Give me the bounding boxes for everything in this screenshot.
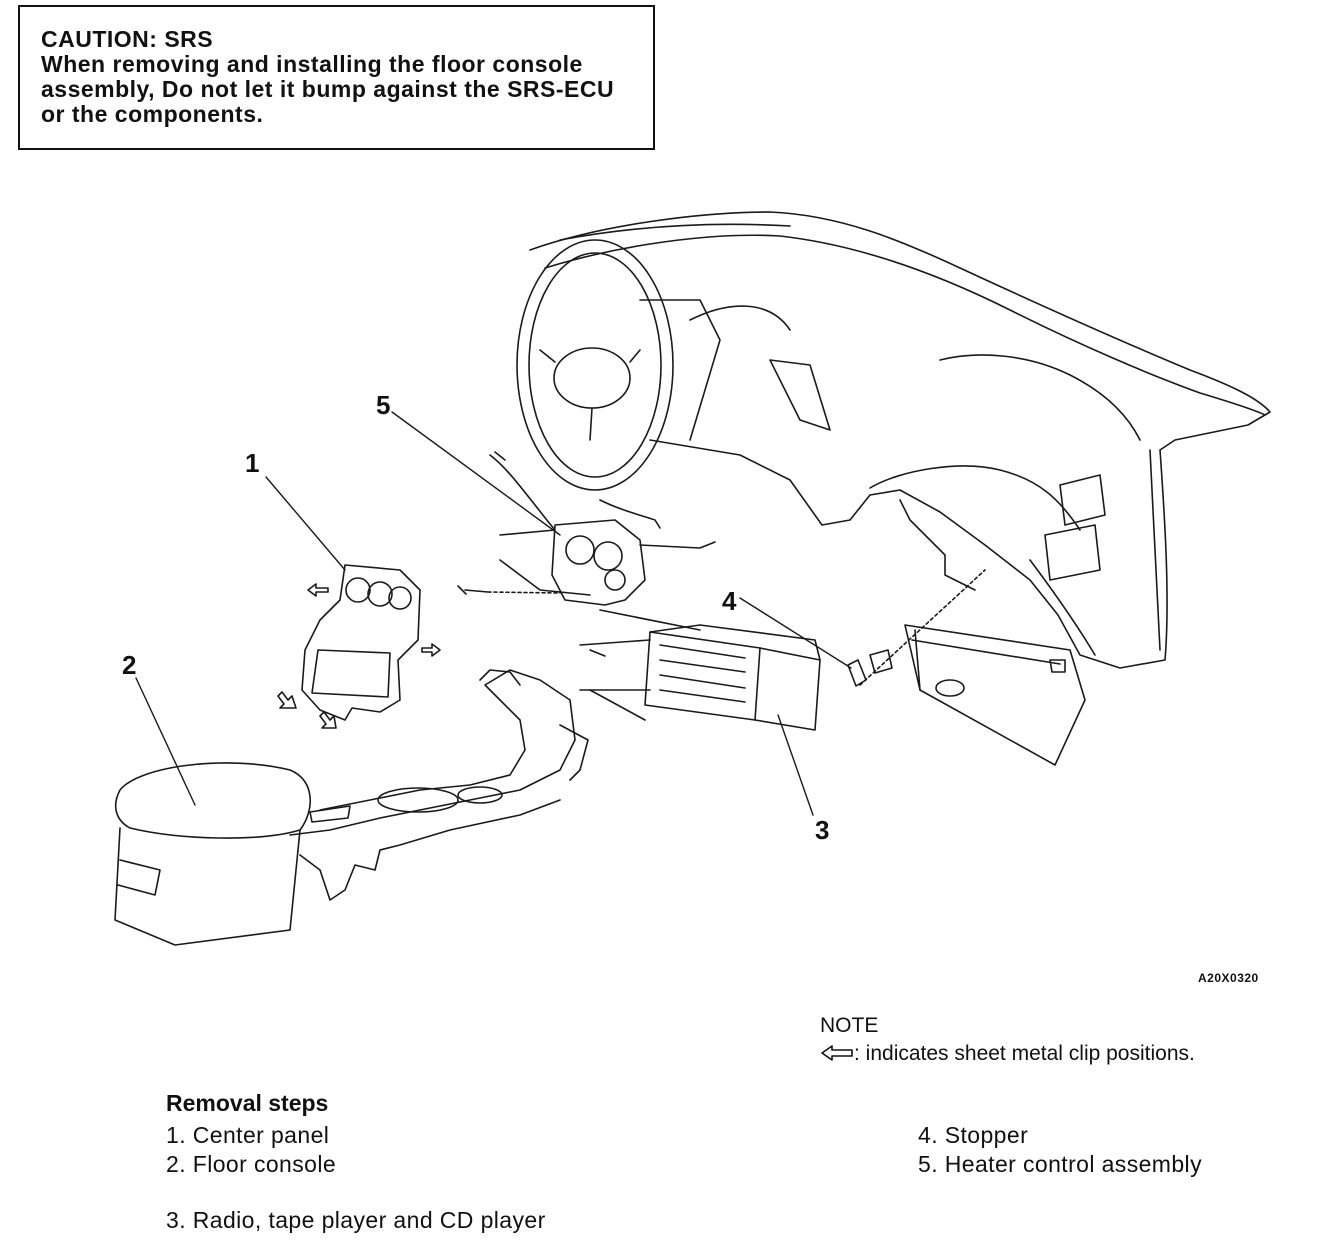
removal-step-3: 3. Radio, tape player and CD player	[166, 1207, 546, 1233]
leader-lines	[135, 411, 852, 816]
removal-step-1: 1. Center panel	[166, 1122, 330, 1148]
note-block: NOTE : indicates sheet metal clip positi…	[820, 1012, 1195, 1068]
callout-5: 5	[376, 390, 391, 420]
removal-step-5: 5. Heater control assembly	[918, 1151, 1202, 1177]
floor-console-part	[114, 669, 589, 946]
clip-arrow-icon	[821, 1045, 853, 1061]
glove-box	[899, 499, 1086, 766]
removal-step-2: 2. Floor console	[166, 1151, 337, 1177]
caution-line-3: or the components.	[41, 101, 264, 127]
callout-1: 1	[245, 448, 260, 478]
note-text: : indicates sheet metal clip positions.	[854, 1042, 1195, 1065]
figure-code: A20X0320	[1198, 971, 1259, 985]
caution-title: CAUTION: SRS	[41, 26, 214, 52]
caution-line-1: When removing and installing the floor c…	[41, 51, 583, 77]
note-heading: NOTE	[820, 1014, 879, 1037]
stopper-part	[847, 569, 986, 687]
steering-wheel	[516, 239, 721, 491]
dashboard-outline	[529, 211, 1271, 669]
caution-box: CAUTION: SRS When removing and installin…	[18, 5, 655, 150]
callout-4: 4	[722, 586, 737, 616]
center-panel-part	[301, 564, 421, 721]
heater-control-part	[457, 451, 716, 606]
radio-unit-part	[579, 609, 821, 731]
clip-arrows	[277, 583, 441, 729]
caution-line-2: assembly, Do not let it bump against the…	[41, 76, 615, 102]
callout-2: 2	[122, 650, 137, 680]
removal-step-4: 4. Stopper	[918, 1122, 1029, 1148]
callout-3: 3	[815, 815, 830, 845]
note-line: : indicates sheet metal clip positions.	[820, 1040, 1195, 1068]
removal-steps-title: Removal steps	[166, 1090, 329, 1116]
